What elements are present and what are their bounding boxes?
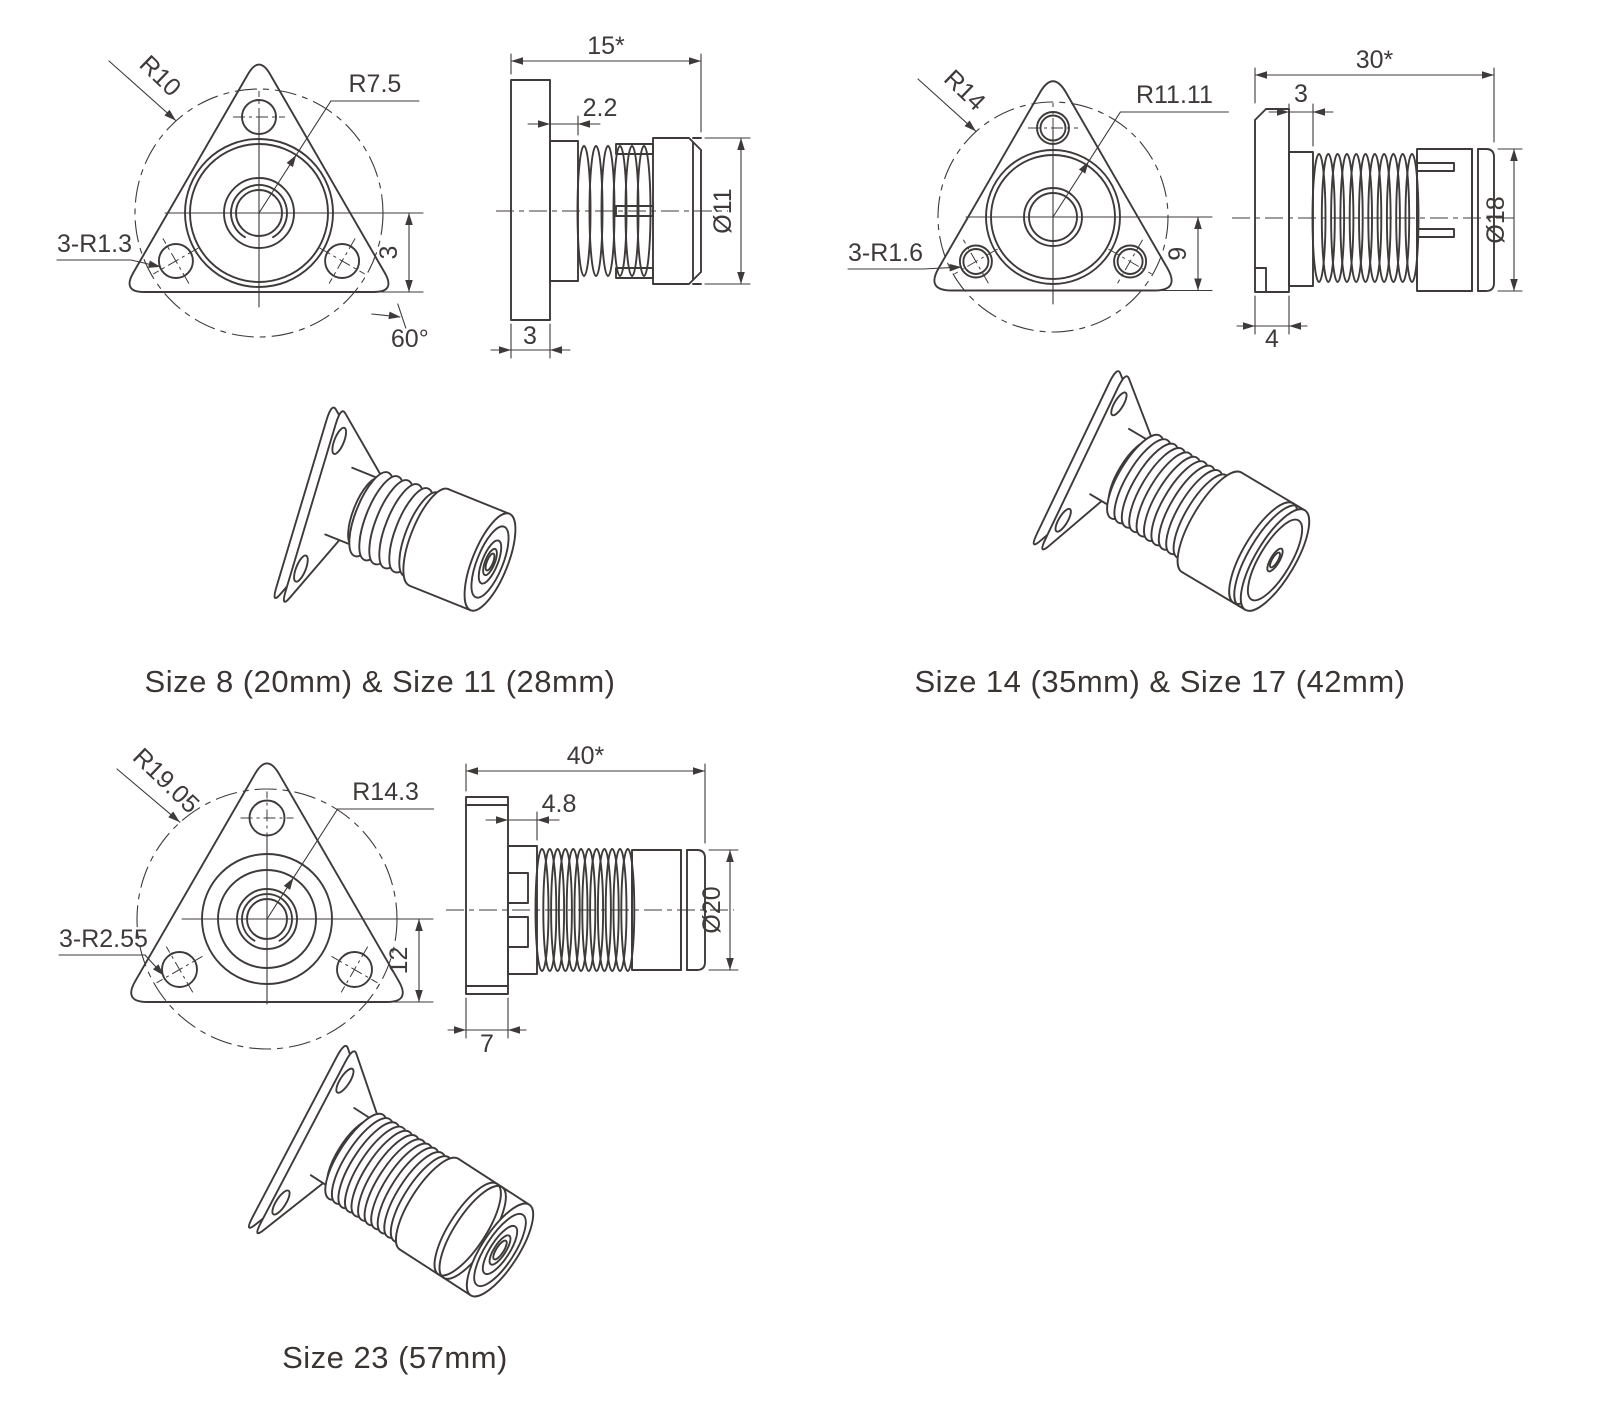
front-view-size8-11: 3 R7.5 R10 3-R1.3 60° bbox=[56, 50, 429, 353]
dim-step: 3 bbox=[1294, 80, 1308, 108]
dim-center-offset: 9 bbox=[1164, 247, 1192, 261]
figure-caption-size23: Size 23 (57mm) bbox=[282, 1340, 508, 1375]
dim-circumscribed-radius: R14 bbox=[938, 64, 991, 116]
figure-caption-size14-17: Size 14 (35mm) & Size 17 (42mm) bbox=[914, 664, 1406, 699]
dim-overall-length: 15* bbox=[587, 32, 625, 60]
dim-boss-radius: R14.3 bbox=[352, 778, 419, 806]
dim-corner-holes: 3-R1.3 bbox=[57, 230, 132, 258]
dim-circumscribed-radius: R19.05 bbox=[127, 743, 204, 819]
dim-corner-holes: 3-R1.6 bbox=[848, 239, 923, 267]
dim-center-offset: 3 bbox=[375, 246, 403, 260]
dim-circumscribed-radius: R10 bbox=[134, 50, 186, 102]
dim-flange-thickness: 3 bbox=[523, 322, 537, 350]
dim-corner-holes: 3-R2.55 bbox=[59, 925, 148, 953]
dim-diameter: Ø18 bbox=[1482, 196, 1510, 243]
dim-angle: 60° bbox=[391, 325, 429, 353]
dim-boss-radius: R11.11 bbox=[1136, 81, 1213, 109]
dim-overall-length: 30* bbox=[1356, 46, 1394, 74]
dim-flange-thickness: 4 bbox=[1265, 325, 1279, 353]
front-view-size23: 12 R14.3 R19.05 3-R2.55 bbox=[58, 743, 435, 1050]
iso-view-size23 bbox=[228, 1028, 535, 1298]
dim-diameter: Ø11 bbox=[709, 188, 737, 233]
figure-caption-size8-11: Size 8 (20mm) & Size 11 (28mm) bbox=[144, 664, 616, 699]
dim-flange-thickness: 7 bbox=[480, 1030, 494, 1058]
dim-step: 2.2 bbox=[583, 94, 618, 122]
iso-view-size14-17 bbox=[995, 342, 1311, 612]
front-view-size14-17: 9 R11.11 R14 3-R1.6 bbox=[847, 64, 1229, 333]
dim-center-offset: 12 bbox=[385, 947, 413, 975]
dim-overall-length: 40* bbox=[567, 742, 605, 770]
iso-view-size8-11 bbox=[238, 372, 517, 612]
dim-step: 4.8 bbox=[542, 790, 577, 818]
dim-diameter: Ø20 bbox=[698, 886, 726, 933]
dim-boss-radius: R7.5 bbox=[348, 70, 401, 98]
